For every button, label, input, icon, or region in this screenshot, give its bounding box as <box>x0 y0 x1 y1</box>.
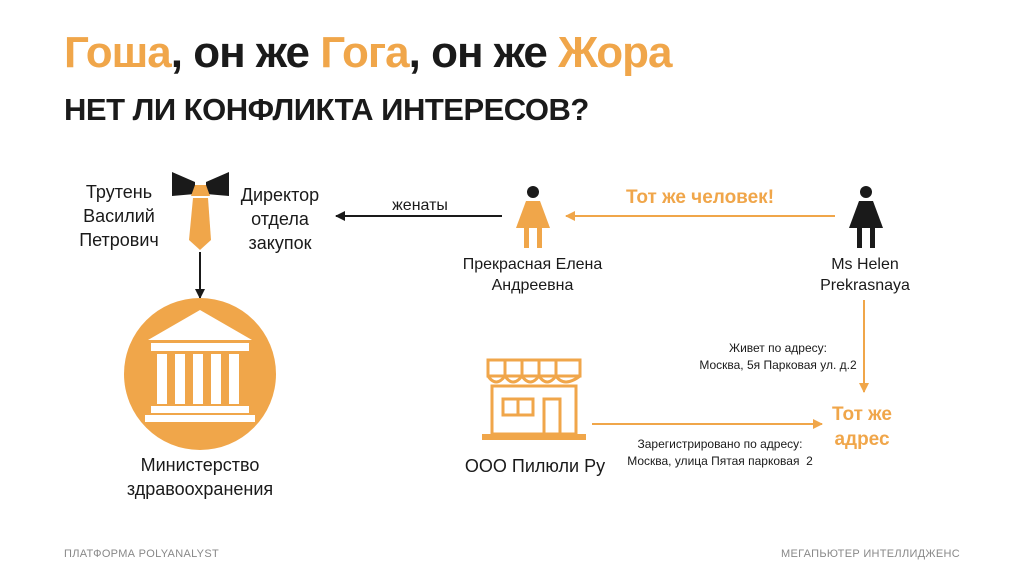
edge-married-label: женаты <box>392 197 448 214</box>
edge-lives-at-label: Живет по адресу: Москва, 5я Парковая ул.… <box>688 340 868 374</box>
lives-at-line-1: Живет по адресу: <box>729 341 827 355</box>
ministry-label: Министерство здравоохранения <box>110 453 290 501</box>
person-role-line-3: закупок <box>248 233 312 253</box>
title-part-sep1: , он же <box>170 28 321 77</box>
person-name-line-3: Петрович <box>79 230 159 250</box>
title-part-goga: Гога <box>320 28 409 77</box>
wife-line-1: Прекрасная Елена <box>462 256 603 273</box>
company-label: ООО Пилюли Ру <box>464 456 606 476</box>
person-role-line-1: Директор <box>240 185 320 205</box>
government-building-icon <box>124 298 276 450</box>
woman-icon <box>849 186 883 248</box>
edge-registered-at-label: Зарегистрировано по адресу: Москва, улиц… <box>610 436 830 470</box>
bowtie-tie-icon <box>172 172 229 250</box>
edge-same-person-label: Тот же человек! <box>625 187 775 208</box>
wife-label: Прекрасная Елена Андреевна <box>440 254 625 296</box>
ministry-line-2: здравоохранения <box>126 479 274 499</box>
person-role-line-2: отдела <box>251 209 309 229</box>
lives-at-line-2: Москва, 5я Парковая ул. д.2 <box>699 358 857 372</box>
registered-at-line-1: Зарегистрировано по адресу: <box>637 437 803 451</box>
ministry-line-1: Министерство <box>140 455 260 475</box>
person-name-line-1: Трутень <box>85 182 153 202</box>
same-address-label: Тот же адрес <box>812 402 912 452</box>
title-part-sep2: , он же <box>408 28 559 77</box>
woman-icon <box>516 186 550 248</box>
same-address-line-1: Тот же <box>832 404 892 425</box>
person-role-label: Директор отдела закупок <box>230 183 330 255</box>
title-part-zhora: Жора <box>558 28 672 77</box>
helen-line-2: Prekrasnaya <box>820 277 910 294</box>
footer-right: МЕГАПЬЮТЕР ИНТЕЛЛИДЖЕНС <box>781 548 960 560</box>
person-name-line-2: Василий <box>83 206 155 226</box>
shop-icon <box>482 358 586 440</box>
footer-left: ПЛАТФОРМА POLYANALYST <box>64 548 219 560</box>
registered-at-line-2: Москва, улица Пятая парковая 2 <box>627 454 813 468</box>
wife-line-2: Андреевна <box>491 277 574 294</box>
title-part-gosha: Гоша <box>64 28 172 77</box>
same-address-line-2: адрес <box>834 429 890 450</box>
page-title: Гоша, он же Гога, он же Жора <box>64 28 673 78</box>
helen-line-1: Ms Helen <box>831 256 899 273</box>
person-name-label: Трутень Василий Петрович <box>64 180 174 252</box>
helen-label: Ms Helen Prekrasnaya <box>800 254 930 296</box>
page-subtitle: НЕТ ЛИ КОНФЛИКТА ИНТЕРЕСОВ? <box>64 92 589 127</box>
